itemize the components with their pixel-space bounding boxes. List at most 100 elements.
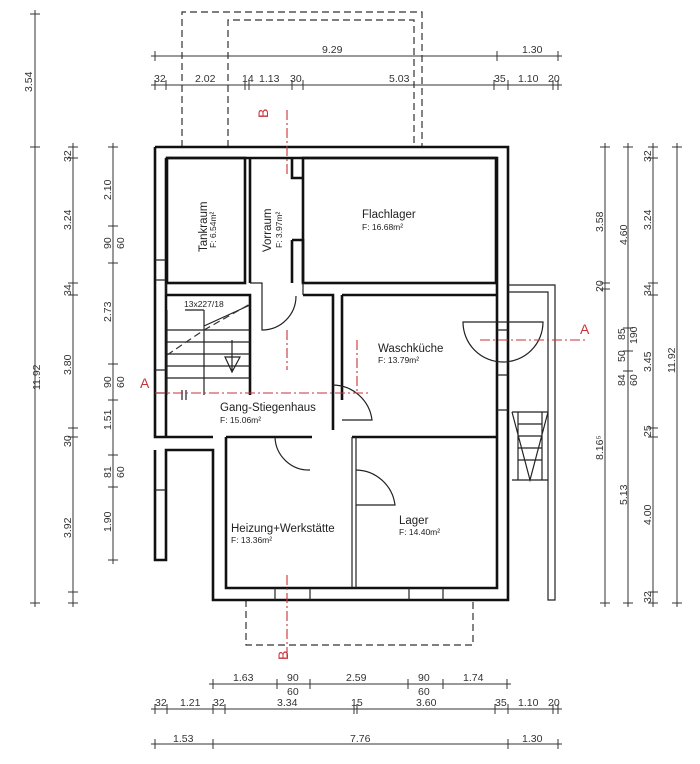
room-tankraum-name: Tankraum (198, 202, 210, 253)
dim-label: 3.92 (62, 517, 74, 538)
room-heizung-name: Heizung+Werkstätte (231, 523, 335, 535)
dim-label: 1.30 (522, 733, 543, 745)
dimension-line (648, 143, 658, 607)
dimension-line (151, 704, 562, 714)
dim-label: 1.10 (518, 73, 539, 85)
dimension-line (623, 143, 633, 607)
dim-label: 32 (154, 73, 166, 85)
dim-label: 35 (494, 73, 506, 85)
dim-label: 1.10 (518, 697, 539, 709)
room-lager-name: Lager (399, 515, 429, 527)
dim-label: 90 (102, 237, 114, 249)
dim-label: 90 (287, 672, 299, 684)
dim-label: 1.21 (180, 697, 201, 709)
dim-label: 32 (642, 591, 654, 603)
room-vorraum-area: F: 3.97m² (274, 211, 284, 248)
room-tankraum-area: F: 6.54m² (208, 211, 218, 248)
staircase: 13x227/18 (166, 299, 251, 400)
doors (261, 295, 544, 506)
dim-label: 5.13 (618, 484, 630, 505)
dim-label: 35 (495, 697, 507, 709)
dim-label: 1.53 (173, 733, 194, 745)
dim-label: 2.10 (102, 179, 114, 200)
dim-label: 50 (616, 350, 628, 362)
dim-label: 1.74 (463, 672, 484, 684)
dim-label: 2.73 (102, 301, 114, 322)
room-flachlager-area: F: 16.68m² (362, 222, 403, 232)
dim-label: 11.92 (31, 364, 43, 390)
dim-label: 2.02 (195, 73, 216, 85)
dim-label: 190 (628, 326, 640, 344)
dim-label: 60 (115, 466, 127, 478)
room-waschkueche-area: F: 13.79m² (378, 355, 419, 365)
dim-label: 1.51 (102, 409, 114, 430)
dim-label: 34 (642, 284, 654, 296)
dim-label: 20 (594, 280, 606, 292)
dimension-line (672, 143, 682, 607)
section-a-right: A (580, 321, 590, 337)
dim-label: 90 (418, 672, 430, 684)
dim-label: 20 (548, 697, 560, 709)
annex-outlines (181, 11, 474, 646)
room-heizung-area: F: 13.36m² (231, 535, 272, 545)
dim-label: 32 (155, 697, 167, 709)
dim-label: 3.80 (62, 354, 74, 375)
dim-label: 15 (351, 697, 363, 709)
dim-label: 1.90 (102, 511, 114, 532)
dim-label: 7.76 (350, 733, 371, 745)
section-b-bottom: B (275, 651, 291, 660)
dim-label: 3.24 (62, 209, 74, 230)
dim-label: 3.54 (23, 71, 35, 92)
dim-label: 30 (62, 435, 74, 447)
dim-label: 3.58 (594, 211, 606, 232)
dim-label: 5.03 (389, 73, 410, 85)
section-b-top: B (255, 109, 271, 118)
room-lager-area: F: 14.40m² (399, 527, 440, 537)
dim-label: 4.60 (618, 224, 630, 245)
dim-label: 1.63 (233, 672, 254, 684)
dim-label: 3.24 (642, 209, 654, 230)
dim-label: 20 (548, 73, 560, 85)
dim-label: 34 (62, 284, 74, 296)
dimension-line (108, 143, 118, 564)
dim-label: 3.45 (642, 351, 654, 372)
stair-label: 13x227/18 (184, 299, 224, 309)
dim-label: 14 (242, 73, 254, 85)
dim-label: 8.16⁵ (594, 435, 606, 460)
dimension-line (151, 51, 562, 61)
room-gang-area: F: 15.06m² (220, 415, 261, 425)
dim-label: 4.00 (642, 504, 654, 525)
dim-label: 1.13 (259, 73, 280, 85)
dim-label: 32 (213, 697, 225, 709)
dim-label: 32 (62, 150, 74, 162)
dim-label: 11.92 (666, 347, 678, 373)
section-a-left: A (140, 375, 150, 391)
dimension-line (151, 739, 562, 749)
dim-label: 60 (628, 374, 640, 386)
dim-label: 84 (616, 374, 628, 386)
dim-label: 60 (115, 376, 127, 388)
dim-label: 90 (102, 376, 114, 388)
dim-label: 3.34 (277, 697, 298, 709)
room-vorraum-name: Vorraum (262, 209, 274, 252)
dim-label: 60 (418, 686, 430, 698)
dim-label: 32 (642, 150, 654, 162)
room-gang-name: Gang-Stiegenhaus (220, 402, 316, 414)
dim-label: 9.29 (322, 44, 343, 56)
dimension-line (600, 143, 610, 607)
dim-label: 85 (616, 328, 628, 340)
dimension-line (209, 679, 511, 689)
dimension-line (68, 143, 78, 607)
dim-label: 2.59 (346, 672, 367, 684)
room-labels: Tankraum F: 6.54m² Vorraum F: 3.97m² Fla… (198, 202, 443, 546)
walls (153, 145, 556, 602)
room-waschkueche-name: Waschküche (378, 343, 443, 355)
dim-label: 1.30 (522, 44, 543, 56)
dim-label: 60 (287, 686, 299, 698)
dim-label: 30 (290, 73, 302, 85)
dimension-lines (30, 10, 682, 749)
section-lines: A A B B (140, 109, 590, 660)
dimension-labels: 9.29 1.30 32 2.02 14 1.13 30 5.03 35 1.1… (23, 44, 678, 745)
dim-label: 3.60 (416, 697, 437, 709)
